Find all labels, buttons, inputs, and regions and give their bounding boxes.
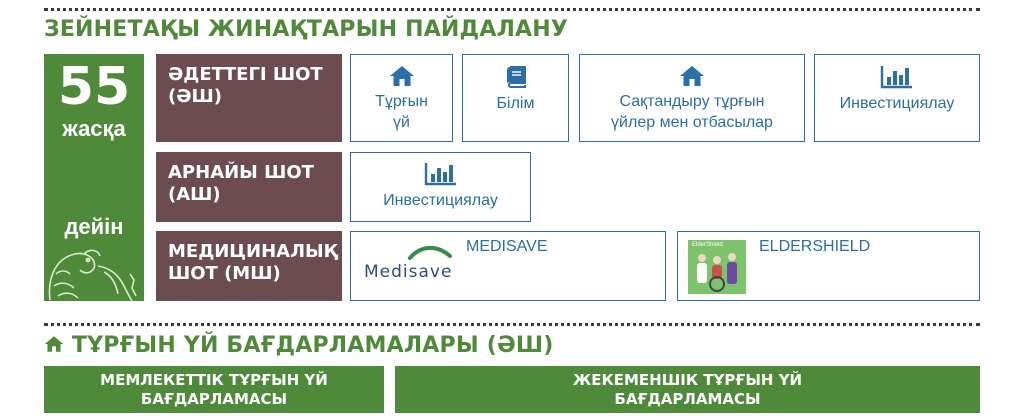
- age-number: 55: [57, 57, 131, 117]
- book-icon: [506, 66, 526, 88]
- use-education-label: Білім: [496, 95, 535, 112]
- private-housing-program-tab[interactable]: ЖЕКЕМЕНШІК ТҰРҒЫН ҮЙ БАҒДАРЛАМАСЫ: [395, 366, 980, 413]
- medical-account-abbr: ШОТ (МШ): [168, 263, 281, 284]
- housing-programs-title-text: ТҰРҒЫН ҮЙ БАҒДАРЛАМАЛАРЫ (ӘШ): [71, 333, 554, 358]
- ordinary-account-label: ӘДЕТТЕГІ ШОТ (ӘШ): [156, 54, 342, 142]
- medisave-logo: Medisave: [364, 242, 452, 290]
- home-icon: [680, 66, 704, 86]
- age-word-before: дейін: [64, 214, 124, 239]
- use-education-box[interactable]: Білім: [462, 54, 569, 142]
- use-insurance-label-2: үйлер мен отбасылар: [611, 114, 773, 131]
- ordinary-account-name: ӘДЕТТЕГІ ШОТ: [168, 64, 323, 85]
- eldershield-logo-text: ElderShield: [692, 242, 723, 248]
- public-housing-program-tab[interactable]: МЕМЛЕКЕТТІК ТҰРҒЫН ҮЙ БАҒДАРЛАМАСЫ: [44, 366, 384, 413]
- medisave-swoosh-icon: [408, 246, 452, 260]
- bar-chart-icon: [424, 163, 456, 186]
- medical-account-label: МЕДИЦИНАЛЫҚ ШОТ (МШ): [156, 231, 342, 301]
- use-insurance-label: Сақтандыру тұрғын: [619, 93, 765, 110]
- home-icon: [389, 66, 414, 86]
- eldershield-box[interactable]: ElderShield ELDERSHIELD: [677, 231, 980, 301]
- eldershield-name: ELDERSHIELD: [759, 238, 871, 255]
- ordinary-account-abbr: (ӘШ): [168, 86, 222, 107]
- special-account-label: АРНАЙЫ ШОТ (АШ): [156, 152, 342, 222]
- section-title-savings-usage: ЗЕЙНЕТАҚЫ ЖИНАҚТАРЫН ПАЙДАЛАНУ: [44, 17, 569, 42]
- medisave-logo-text: Medisave: [364, 262, 453, 282]
- public-housing-program-line2: БАҒДАРЛАМАСЫ: [140, 390, 288, 408]
- top-divider: [44, 8, 980, 11]
- private-housing-program-line1: ЖЕКЕМЕНШІК ТҰРҒЫН ҮЙ: [572, 371, 803, 389]
- special-account-name: АРНАЙЫ ШОТ: [168, 162, 314, 183]
- medisave-box[interactable]: Medisave MEDISAVE: [350, 231, 666, 301]
- elderly-people-icon: [697, 253, 737, 292]
- use-investment-box[interactable]: Инвестициялау: [814, 54, 980, 142]
- medical-account-name: МЕДИЦИНАЛЫҚ: [168, 241, 338, 262]
- merlion-icon: [48, 249, 137, 301]
- section-title-housing-programs: ТҰРҒЫН ҮЙ БАҒДАРЛАМАЛАРЫ (ӘШ): [44, 333, 553, 358]
- special-account-abbr: (АШ): [168, 184, 221, 205]
- use-investment-special-box[interactable]: Инвестициялау: [350, 152, 531, 222]
- bar-chart-icon: [880, 66, 912, 89]
- age-word-until: жасқа: [62, 116, 126, 141]
- home-icon: [44, 336, 64, 352]
- use-housing-label: Тұрғын: [375, 93, 428, 110]
- age-panel: 55 жасқа дейін: [44, 54, 144, 301]
- eldershield-logo: ElderShield: [688, 240, 746, 294]
- public-housing-program-line1: МЕМЛЕКЕТТІК ТҰРҒЫН ҮЙ: [100, 371, 328, 389]
- use-investment-special-label: Инвестициялау: [383, 192, 498, 209]
- private-housing-program-line2: БАҒДАРЛАМАСЫ: [614, 390, 761, 408]
- use-investment-label: Инвестициялау: [839, 95, 955, 112]
- medisave-name: MEDISAVE: [466, 238, 548, 255]
- middle-divider: [44, 323, 980, 326]
- use-insurance-box[interactable]: Сақтандыру тұрғын үйлер мен отбасылар: [579, 54, 805, 142]
- use-housing-box[interactable]: Тұрғын үй: [350, 54, 453, 142]
- use-housing-label-2: үй: [393, 114, 410, 131]
